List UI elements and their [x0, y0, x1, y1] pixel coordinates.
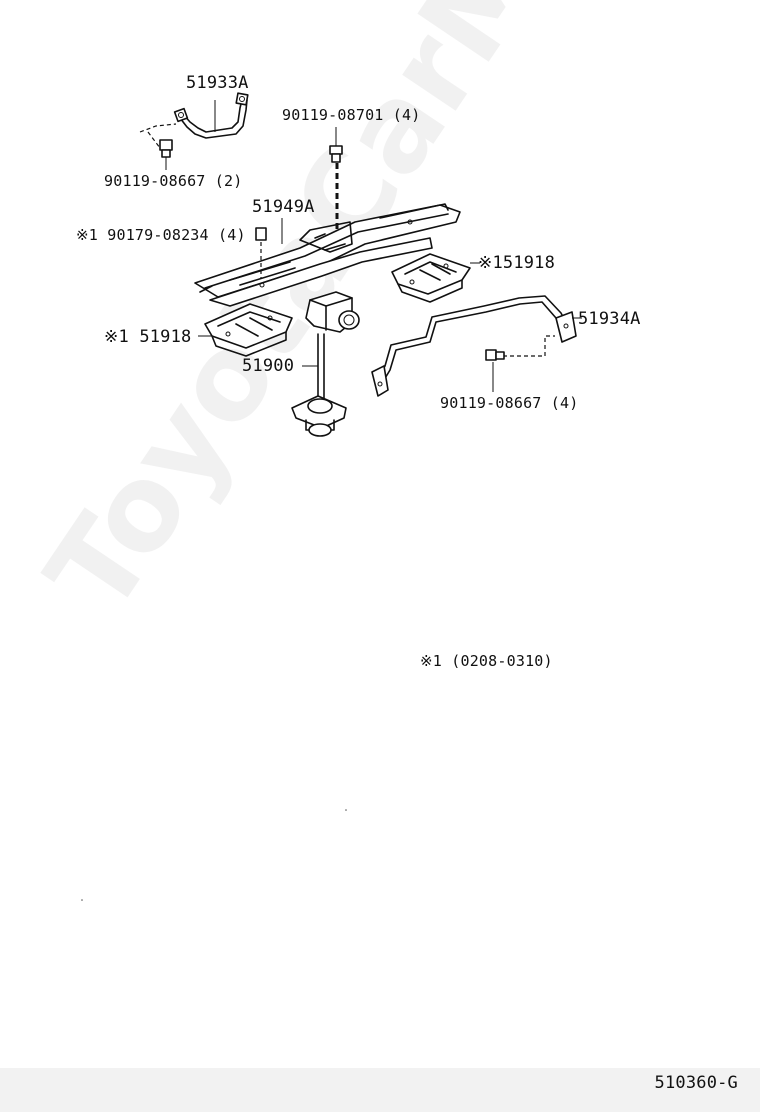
label-90179-08234-4: ※1 90179-08234 (4) [76, 226, 246, 244]
nut-icon [255, 227, 267, 241]
label-90119-08701-4: 90119-08701 (4) [282, 106, 421, 124]
page-code: 510360-G [654, 1073, 738, 1093]
label-51934A: 51934A [578, 309, 641, 329]
dash-51933A-bolt-2 [147, 131, 161, 149]
footer-bar [0, 1068, 760, 1112]
stray-dot [345, 809, 347, 811]
label-51918-left: ※1 51918 [104, 327, 192, 347]
brace-51933A-drawing [173, 92, 249, 139]
label-90119-08667-2: 90119-08667 (2) [104, 172, 243, 190]
label-51900: 51900 [242, 356, 295, 376]
label-90119-08667-4: 90119-08667 (4) [440, 394, 579, 412]
label-51918-right: ※151918 [478, 253, 556, 273]
bolt-icon [159, 139, 173, 158]
label-51933A: 51933A [186, 73, 249, 93]
bolt-icon [329, 145, 343, 163]
brace-51934A-drawing [371, 295, 577, 397]
bracket-51918-left-drawing [204, 303, 293, 357]
dash-51934A-bolt [503, 335, 555, 357]
bolt-icon [485, 349, 505, 361]
label-51949A: 51949A [252, 197, 315, 217]
dash-51933A-bolt [139, 123, 177, 133]
footnote-applicability: ※1 (0208-0310) [420, 652, 553, 670]
bracket-51918-right-drawing [391, 253, 471, 303]
spare-tire-carrier-51900-drawing [291, 291, 360, 437]
stray-dot [81, 899, 83, 901]
